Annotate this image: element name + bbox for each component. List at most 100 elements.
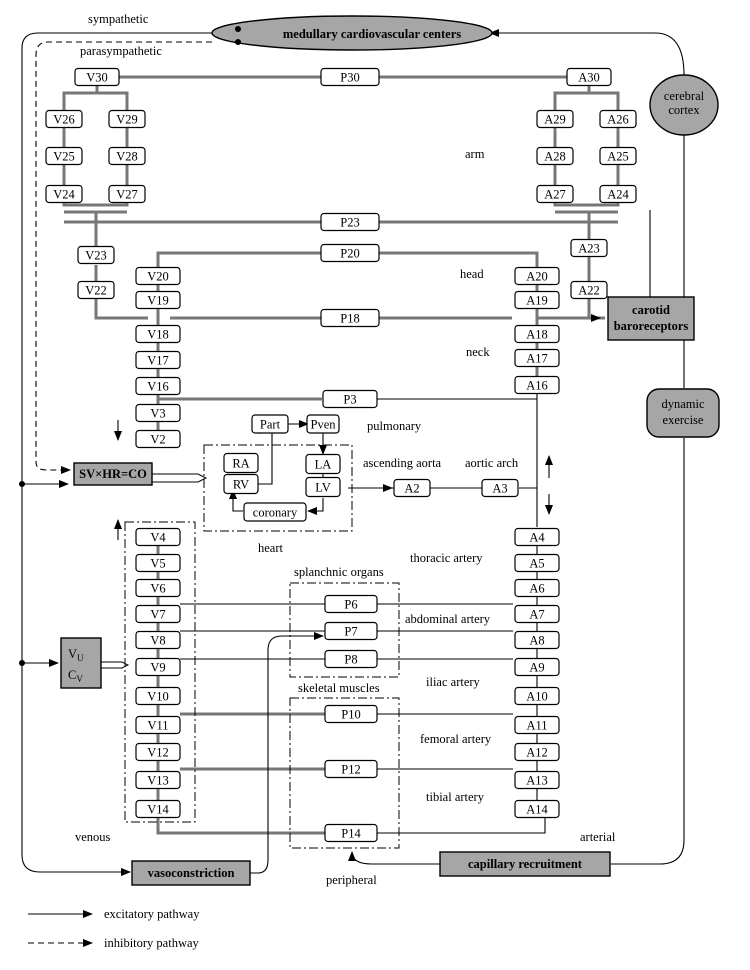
node-coronary[interactable]: coronary (243, 502, 307, 522)
node-p7[interactable]: P7 (324, 621, 378, 641)
abdominal-label: abdominal artery (405, 612, 491, 626)
node-v11[interactable]: V11 (135, 715, 181, 735)
cv-main: C (68, 668, 76, 682)
carotid-baroreceptors[interactable]: carotid baroreceptors (607, 296, 695, 341)
node-a14[interactable]: A14 (514, 799, 560, 819)
node-a23[interactable]: A23 (570, 238, 608, 258)
node-label-v23: V23 (85, 249, 107, 263)
node-v27[interactable]: V27 (108, 184, 146, 204)
node-v26[interactable]: V26 (45, 109, 83, 129)
node-la[interactable]: LA (305, 453, 341, 475)
node-a3[interactable]: A3 (481, 478, 519, 498)
node-v14[interactable]: V14 (135, 799, 181, 819)
node-v13[interactable]: V13 (135, 770, 181, 790)
node-p20[interactable]: P20 (320, 243, 380, 263)
node-a29[interactable]: A29 (536, 109, 574, 129)
node-a18[interactable]: A18 (514, 324, 560, 344)
node-a26[interactable]: A26 (599, 109, 637, 129)
node-a17[interactable]: A17 (514, 348, 560, 368)
medullary-centers[interactable]: medullary cardiovascular centers (211, 15, 493, 51)
node-v29[interactable]: V29 (108, 109, 146, 129)
vasoconstriction-box[interactable]: vasoconstriction (131, 860, 251, 886)
node-a8[interactable]: A8 (514, 630, 560, 650)
node-box-a13 (514, 770, 560, 790)
node-label-a22: A22 (578, 284, 600, 298)
node-v3[interactable]: V3 (135, 403, 181, 423)
node-v23[interactable]: V23 (77, 245, 115, 265)
node-v5[interactable]: V5 (135, 553, 181, 573)
node-a2[interactable]: A2 (393, 478, 431, 498)
node-a13[interactable]: A13 (514, 770, 560, 790)
node-v24[interactable]: V24 (45, 184, 83, 204)
node-v7[interactable]: V7 (135, 604, 181, 624)
cortex-label-2: cortex (668, 103, 700, 117)
capillary-box[interactable]: capillary recruitment (439, 851, 611, 877)
node-a10[interactable]: A10 (514, 686, 560, 706)
node-a4[interactable]: A4 (514, 527, 560, 547)
node-box-v2 (135, 429, 181, 449)
node-p6[interactable]: P6 (324, 594, 378, 614)
node-v16[interactable]: V16 (135, 376, 181, 396)
dynamic-label-1: dynamic (661, 397, 704, 411)
cerebral-cortex[interactable]: cerebral cortex (649, 74, 719, 136)
node-p23[interactable]: P23 (320, 212, 380, 232)
node-v6[interactable]: V6 (135, 578, 181, 598)
node-p10[interactable]: P10 (324, 704, 378, 724)
node-v18[interactable]: V18 (135, 324, 181, 344)
cv-label: CV (68, 668, 83, 684)
node-a20[interactable]: A20 (514, 266, 560, 286)
node-label-a14: A14 (526, 803, 548, 817)
node-v17[interactable]: V17 (135, 350, 181, 370)
node-a25[interactable]: A25 (599, 146, 637, 166)
vu-cv-box[interactable]: VU CV (60, 637, 102, 689)
node-ra[interactable]: RA (223, 452, 259, 474)
node-v4[interactable]: V4 (135, 527, 181, 547)
node-a28[interactable]: A28 (536, 146, 574, 166)
node-v28[interactable]: V28 (108, 146, 146, 166)
node-v12[interactable]: V12 (135, 742, 181, 762)
node-p3[interactable]: P3 (322, 389, 378, 409)
node-a30[interactable]: A30 (566, 67, 612, 87)
node-v2[interactable]: V2 (135, 429, 181, 449)
node-v10[interactable]: V10 (135, 686, 181, 706)
node-p14[interactable]: P14 (324, 823, 378, 843)
node-a27[interactable]: A27 (536, 184, 574, 204)
node-v25[interactable]: V25 (45, 146, 83, 166)
node-a22[interactable]: A22 (570, 280, 608, 300)
node-box-ra (223, 452, 259, 474)
node-part[interactable]: Part (251, 414, 289, 434)
node-lv[interactable]: LV (305, 476, 341, 498)
node-a11[interactable]: A11 (514, 715, 560, 735)
node-a16[interactable]: A16 (514, 375, 560, 395)
node-p18[interactable]: P18 (320, 308, 380, 328)
node-a24[interactable]: A24 (599, 184, 637, 204)
node-rv[interactable]: RV (223, 473, 259, 495)
node-box-a11 (514, 715, 560, 735)
thoracic-label: thoracic artery (410, 551, 483, 565)
node-a5[interactable]: A5 (514, 553, 560, 573)
node-box-a25 (599, 146, 637, 166)
node-box-a17 (514, 348, 560, 368)
node-a7[interactable]: A7 (514, 604, 560, 624)
node-a9[interactable]: A9 (514, 657, 560, 677)
node-v30[interactable]: V30 (74, 67, 120, 87)
node-v22[interactable]: V22 (77, 280, 115, 300)
node-p8[interactable]: P8 (324, 649, 378, 669)
node-label-a24: A24 (607, 188, 629, 202)
dynamic-exercise[interactable]: dynamic exercise (646, 388, 720, 438)
node-p12[interactable]: P12 (324, 759, 378, 779)
node-v9[interactable]: V9 (135, 657, 181, 677)
node-a6[interactable]: A6 (514, 578, 560, 598)
co-box[interactable]: SV×HR=CO (73, 462, 153, 486)
node-pven[interactable]: Pven (306, 414, 340, 434)
node-v8[interactable]: V8 (135, 630, 181, 650)
node-a12[interactable]: A12 (514, 742, 560, 762)
node-label-a12: A12 (526, 746, 548, 760)
node-label-a6: A6 (529, 582, 544, 596)
node-v19[interactable]: V19 (135, 290, 181, 310)
node-p30[interactable]: P30 (320, 67, 380, 87)
node-label-a5: A5 (529, 557, 544, 571)
node-a19[interactable]: A19 (514, 290, 560, 310)
node-v20[interactable]: V20 (135, 266, 181, 286)
